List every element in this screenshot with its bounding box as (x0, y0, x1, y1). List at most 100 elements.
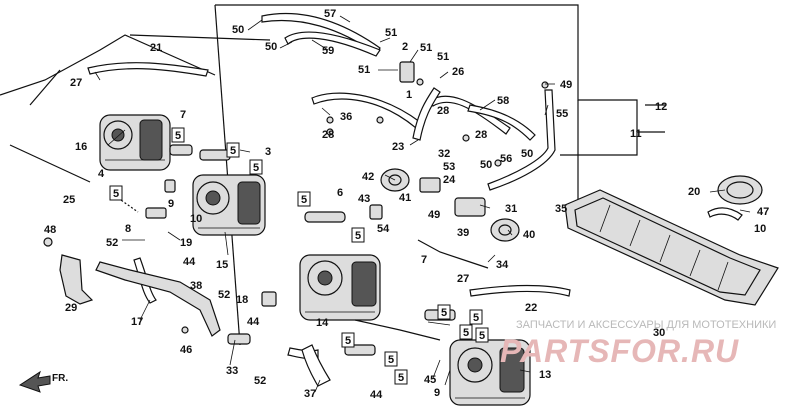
callout-40: 40 (523, 229, 535, 241)
callout-32: 32 (438, 148, 450, 160)
callout-27: 27 (70, 77, 82, 89)
watermark: ЗАПЧАСТИ И АКСЕССУАРЫ ДЛЯ МОТОТЕХНИКИ PA… (500, 319, 776, 369)
boxed-marker-label: 5 (345, 335, 351, 347)
boxed-marker-label: 5 (113, 188, 119, 200)
callout-47: 47 (757, 206, 769, 218)
boxed-marker: 5 (109, 185, 123, 201)
boxed-marker-label: 5 (441, 307, 447, 319)
callout-26: 26 (452, 66, 464, 78)
callout-23: 23 (392, 141, 404, 153)
callout-6: 6 (337, 187, 343, 199)
watermark-brand: PARTSFOR.RU (500, 333, 739, 369)
callout-51: 51 (358, 64, 370, 76)
boxed-marker: 5 (351, 227, 365, 243)
callout-1: 1 (406, 89, 412, 101)
boxed-marker: 5 (297, 191, 311, 207)
boxed-marker-label: 5 (355, 230, 361, 242)
boxed-marker: 5 (341, 332, 355, 348)
callout-50: 50 (265, 41, 277, 53)
callout-44: 44 (247, 316, 260, 328)
callout-50: 50 (521, 148, 533, 160)
callout-55: 55 (556, 108, 568, 120)
callout-44: 44 (370, 389, 383, 401)
boxed-marker: 5 (171, 127, 185, 143)
boxed-marker: 5 (249, 159, 263, 175)
callout-17: 17 (131, 316, 143, 328)
callout-34: 34 (496, 259, 509, 271)
callout-48: 48 (44, 224, 56, 236)
air-chamber-35 (564, 189, 779, 306)
boxed-marker-label: 5 (230, 145, 236, 157)
callout-38: 38 (190, 280, 202, 292)
callout-19: 19 (180, 237, 192, 249)
callout-8: 8 (125, 223, 131, 235)
callout-3: 3 (265, 146, 271, 158)
callout-13: 13 (539, 369, 551, 381)
callout-35: 35 (555, 203, 567, 215)
callout-36: 36 (340, 111, 352, 123)
callout-58: 58 (497, 95, 509, 107)
callout-7: 7 (180, 109, 186, 121)
callout-9: 9 (168, 198, 174, 210)
callout-4: 4 (98, 168, 105, 180)
carburetor-15 (192, 174, 266, 236)
boxed-marker: 5 (226, 142, 240, 158)
callout-24: 24 (443, 174, 456, 186)
callout-50: 50 (480, 159, 492, 171)
callout-37: 37 (304, 388, 316, 400)
callout-28: 28 (322, 129, 334, 141)
callout-52: 52 (218, 289, 230, 301)
callout-44: 44 (183, 256, 196, 268)
callout-43: 43 (358, 193, 370, 205)
callout-51: 51 (437, 51, 449, 63)
callout-53: 53 (443, 161, 455, 173)
carburetor-14 (299, 254, 381, 321)
callout-10: 10 (190, 213, 202, 225)
callout-28: 28 (437, 105, 449, 117)
callout-27: 27 (457, 273, 469, 285)
callout-30: 30 (653, 327, 665, 339)
callout-49: 49 (560, 79, 572, 91)
callout-7: 7 (421, 254, 427, 266)
boxed-marker-label: 5 (479, 330, 485, 342)
boxed-marker: 5 (384, 351, 398, 367)
callout-52: 52 (254, 375, 266, 387)
callout-33: 33 (226, 365, 238, 377)
callout-14: 14 (316, 317, 329, 329)
watermark-caption: ЗАПЧАСТИ И АКСЕССУАРЫ ДЛЯ МОТОТЕХНИКИ (516, 319, 776, 331)
callout-2: 2 (402, 41, 408, 53)
callout-9: 9 (434, 387, 440, 399)
callout-21: 21 (150, 42, 162, 54)
boxed-marker: 5 (437, 304, 451, 320)
boxed-marker-label: 5 (398, 372, 404, 384)
callout-52: 52 (106, 237, 118, 249)
carburetor-16 (99, 114, 171, 171)
boxed-marker-label: 5 (463, 327, 469, 339)
callout-59: 59 (322, 45, 334, 57)
callout-12: 12 (655, 101, 667, 113)
callout-57: 57 (324, 8, 336, 20)
callout-42: 42 (362, 171, 374, 183)
callout-22: 22 (525, 302, 537, 314)
callout-10: 10 (754, 223, 766, 235)
boxed-marker-label: 5 (388, 354, 394, 366)
callout-46: 46 (180, 344, 192, 356)
callout-50: 50 (232, 24, 244, 36)
boxed-marker-label: 5 (175, 130, 181, 142)
callout-18: 18 (236, 294, 248, 306)
callout-25: 25 (63, 194, 75, 206)
callout-29: 29 (65, 302, 77, 314)
callout-11: 11 (630, 128, 642, 140)
callout-15: 15 (216, 259, 228, 271)
callout-54: 54 (377, 223, 390, 235)
direction-label: FR. (52, 373, 68, 384)
boxed-marker: 5 (469, 309, 483, 325)
fuel-hoses (87, 13, 571, 387)
callout-16: 16 (75, 141, 87, 153)
callout-45: 45 (424, 374, 436, 386)
callout-39: 39 (457, 227, 469, 239)
callout-51: 51 (420, 42, 432, 54)
callout-31: 31 (505, 203, 517, 215)
front-direction-arrow-icon: FR. (18, 370, 68, 393)
